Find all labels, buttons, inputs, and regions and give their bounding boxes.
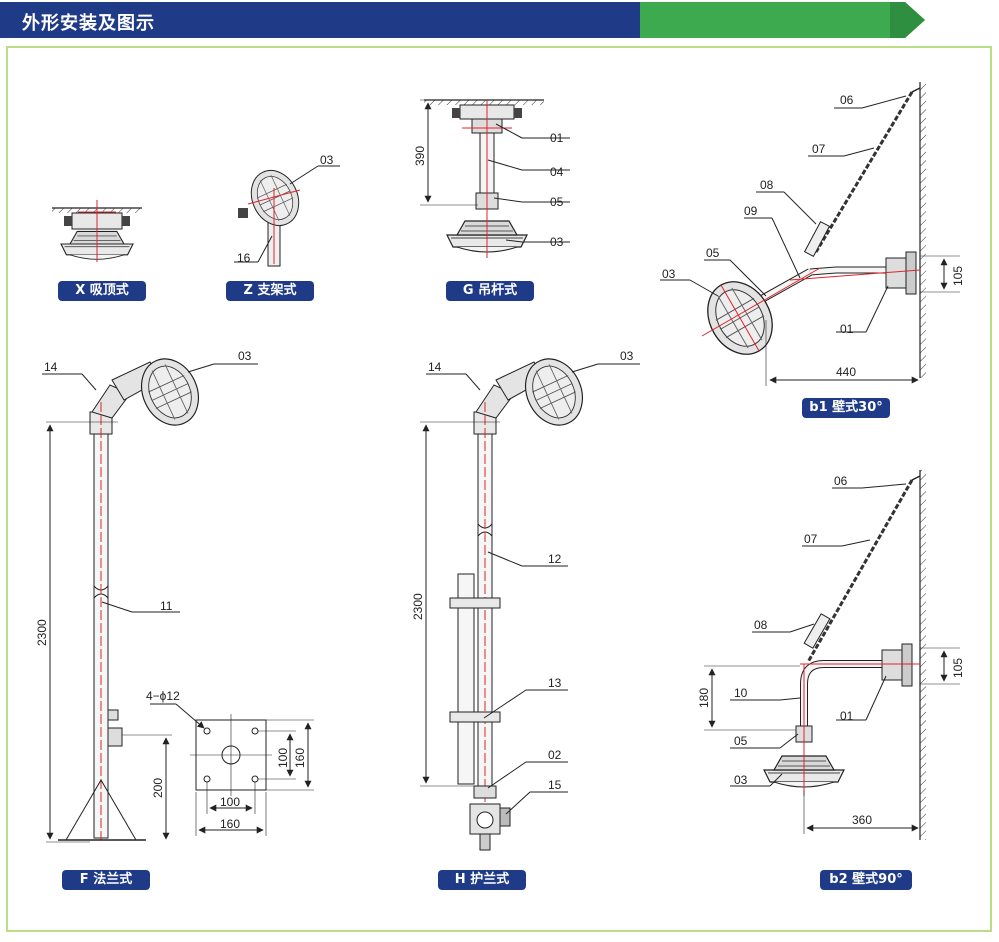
- part-16: 16: [237, 251, 251, 265]
- part-01-b2: 01: [840, 709, 854, 723]
- dim-440: 440: [836, 365, 856, 379]
- dim-105-b1: 105: [951, 266, 965, 286]
- part-06-b1: 06: [840, 93, 854, 107]
- dim-100-horizontal: 100: [220, 795, 240, 809]
- drawing-z-bracket-mount: [234, 162, 340, 267]
- dim-105-b2: 105: [951, 658, 965, 678]
- caption-b1-wall-30: b1 壁式30°: [802, 398, 890, 418]
- part-03-h: 03: [620, 349, 634, 363]
- part-15: 15: [548, 778, 562, 792]
- part-07-b1: 07: [812, 142, 826, 156]
- dim-100-vertical: 100: [276, 748, 290, 768]
- caption-z-bracket: Z 支架式: [226, 281, 314, 301]
- dim-180: 180: [697, 688, 711, 708]
- dim-2300-f: 2300: [35, 619, 49, 646]
- dim-360: 360: [852, 813, 872, 827]
- drawing-g-pendant-rod-mount: [420, 99, 570, 258]
- dim-160-vertical: 160: [293, 748, 307, 768]
- dim-200: 200: [151, 778, 165, 798]
- part-03-g: 03: [550, 235, 564, 249]
- drawing-h-guard-mount: [420, 349, 640, 851]
- part-11: 11: [160, 599, 173, 613]
- drawing-b1-wall-30-mount: [660, 82, 960, 386]
- caption-x-ceiling: X 吸顶式: [58, 281, 146, 301]
- part-07-b2: 07: [804, 532, 818, 546]
- section-title: 外形安装及图示: [22, 13, 155, 34]
- part-05-g: 05: [550, 195, 564, 209]
- dim-2300-h: 2300: [411, 593, 425, 620]
- part-08-b1: 08: [760, 178, 774, 192]
- part-05-b1: 05: [706, 246, 720, 260]
- part-12: 12: [548, 552, 562, 566]
- part-04: 04: [550, 165, 564, 179]
- header-banner-graphic: [0, 2, 925, 38]
- drawing-f-flange-mount: [42, 349, 314, 843]
- caption-b2-wall-90: b2 壁式90°: [820, 870, 912, 890]
- part-01-g: 01: [550, 131, 564, 145]
- part-05-b2: 05: [734, 734, 748, 748]
- part-09: 09: [744, 204, 758, 218]
- part-06-b2: 06: [834, 474, 848, 488]
- drawing-x-ceiling-mount: [52, 200, 142, 262]
- part-10: 10: [734, 686, 748, 700]
- part-01-b1: 01: [840, 322, 854, 336]
- part-03-b2: 03: [734, 773, 748, 787]
- caption-g-pendant: G 吊杆式: [446, 281, 534, 301]
- part-number-labels: 03 16 01 04 05 03 06 07 08 09 05 03 01 1…: [44, 93, 854, 792]
- dimension-labels: 390 105 440 2300 200 4−ϕ12 100 160 100 1…: [35, 146, 965, 831]
- drawing-b2-wall-90-mount: [704, 470, 960, 840]
- caption-h-guard: H 护兰式: [438, 870, 526, 890]
- dim-4-phi-12: 4−ϕ12: [146, 689, 180, 703]
- part-14-f: 14: [44, 360, 58, 374]
- part-14-h: 14: [428, 360, 442, 374]
- caption-f-flange: F 法兰式: [62, 870, 150, 890]
- section-header: 外形安装及图示: [0, 0, 999, 40]
- dim-160-horizontal: 160: [220, 817, 240, 831]
- part-03-z: 03: [320, 153, 334, 167]
- dim-390: 390: [413, 146, 427, 166]
- part-03-b1: 03: [662, 267, 676, 281]
- part-13: 13: [548, 676, 562, 690]
- diagram-frame: [6, 46, 992, 932]
- part-08-b2: 08: [754, 618, 768, 632]
- part-02: 02: [548, 748, 562, 762]
- part-03-f: 03: [238, 349, 252, 363]
